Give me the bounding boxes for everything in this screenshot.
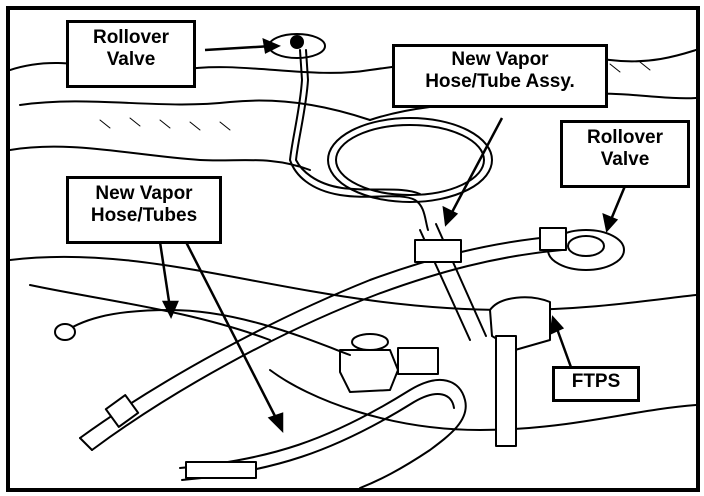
label-line-1: Rollover (586, 127, 664, 148)
label-rollover-valve-right: Rollover Valve (560, 120, 690, 188)
tank-ridge-1 (19, 99, 371, 121)
vapor-hose-loop (327, 117, 493, 203)
tube-fitting-left (104, 394, 140, 428)
lower-vapor-hose (179, 379, 467, 488)
electrical-connector (397, 347, 439, 375)
label-new-vapor-hose-tubes: New Vapor Hose/Tubes (66, 176, 222, 244)
label-ftps: FTPS (552, 366, 640, 402)
label-line-2: Hose/Tube Assy. (425, 70, 575, 92)
purge-solenoid (339, 349, 399, 393)
label-line-2: Hose/Tubes (90, 204, 198, 226)
leader-rollover-left (204, 44, 273, 52)
label-ftps-text: FTPS (571, 371, 621, 392)
wiring-harness (59, 309, 351, 356)
leader-vapor-tubes-b (184, 241, 280, 423)
fuel-tank-illustration (10, 33, 696, 488)
ftps-sensor-body (495, 335, 517, 447)
label-line-2: Valve (106, 48, 156, 70)
hose-top-valve (289, 49, 429, 231)
lower-hose-fitting (185, 461, 257, 479)
tank-ridge-3 (10, 145, 311, 171)
tank-lower-edge (29, 284, 271, 341)
label-rollover-valve-left: Rollover Valve (66, 20, 196, 88)
t-connector (414, 239, 462, 263)
tube-connector (539, 227, 567, 251)
rollover-valve-top-cap (290, 35, 304, 49)
leader-vapor-assy (448, 117, 504, 217)
tank-lower-edge-2 (269, 369, 696, 431)
diagram-frame: Rollover Valve New Vapor Hose/Tube Assy.… (6, 6, 700, 492)
leader-vapor-tubes-a (158, 241, 172, 309)
leader-ftps (554, 325, 574, 371)
tank-edge-bottom (10, 255, 696, 311)
main-vapor-tube (79, 235, 561, 439)
label-line-1: Rollover (92, 27, 170, 48)
label-line-1: New Vapor (95, 183, 193, 204)
label-line-2: Valve (600, 148, 650, 170)
label-line-1: New Vapor (451, 49, 549, 70)
leader-rollover-right (608, 185, 627, 223)
label-new-vapor-hose-tube-assy: New Vapor Hose/Tube Assy. (392, 44, 608, 108)
